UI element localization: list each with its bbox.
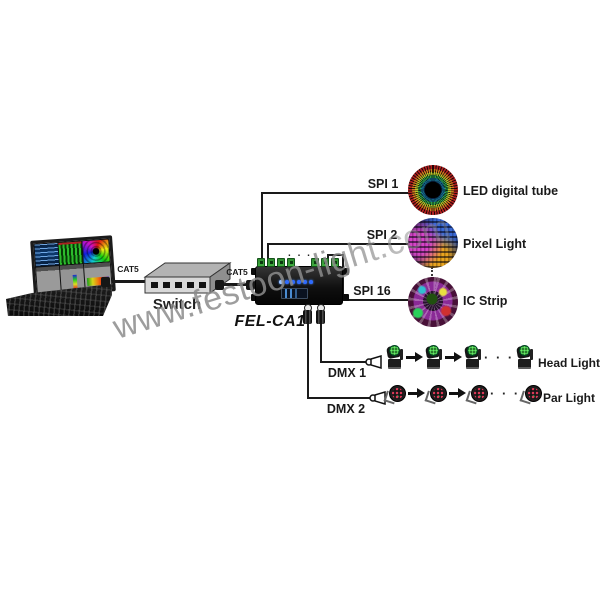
status-led xyxy=(291,280,295,284)
software-spectrum-panel xyxy=(58,241,83,265)
more-ports-ellipsis: . . . xyxy=(288,248,312,259)
spi1-port-label: SPI 1 xyxy=(367,177,399,191)
moving-head-fixture xyxy=(464,344,482,369)
par-can-fixture xyxy=(519,384,543,405)
switch-label: Switch xyxy=(152,296,202,313)
terminal-block xyxy=(331,258,339,267)
led-digital-tube-photo xyxy=(408,165,458,215)
terminal-block xyxy=(287,258,295,267)
arrow-right-icon xyxy=(445,351,462,363)
xlr-connector-icon xyxy=(365,355,382,369)
led-digital-tube-label: LED digital tube xyxy=(463,184,559,198)
more-fixtures-ellipsis: · · · xyxy=(484,349,515,365)
controller-model-label: FEL-CA1 xyxy=(234,313,306,330)
head-light-label: Head Light xyxy=(538,356,600,370)
controller-body xyxy=(255,266,343,305)
xlr-plug-icon xyxy=(315,304,326,326)
arrow-right-icon xyxy=(449,387,466,399)
switch-port xyxy=(199,282,206,288)
par-can-fixture xyxy=(383,384,406,405)
par-can-fixture xyxy=(465,384,488,405)
moving-head-fixture xyxy=(516,344,534,369)
terminal-block xyxy=(321,258,329,267)
software-waveform-panel xyxy=(34,243,59,267)
wire-spi16-drop xyxy=(342,254,344,301)
dmx2-port-label: DMX 2 xyxy=(326,402,366,416)
wire-spi2-horizontal xyxy=(267,243,411,245)
status-led xyxy=(303,280,307,284)
plug-body xyxy=(316,310,325,324)
arrow-right-icon xyxy=(406,351,423,363)
terminal-block xyxy=(277,258,285,267)
spi2-port-label: SPI 2 xyxy=(366,228,398,242)
par-can-fixture xyxy=(424,384,447,405)
fel-ca1-controller: . . . xyxy=(248,246,352,336)
green-lens xyxy=(388,345,400,356)
wire-spi1-vertical xyxy=(261,192,263,264)
moving-head-fixture xyxy=(386,344,404,369)
par-light-label: Par Light xyxy=(543,391,596,405)
controller-display xyxy=(281,288,308,299)
status-led xyxy=(285,280,289,284)
plug-body xyxy=(303,310,312,324)
spi-terminal-blocks-left xyxy=(257,258,295,267)
spi16-port-label: SPI 16 xyxy=(353,284,391,298)
cat5-cable-1 xyxy=(108,280,148,283)
switch-port xyxy=(163,282,170,288)
terminal-block xyxy=(267,258,275,267)
head-light-chain: · · · xyxy=(386,344,534,369)
wire-spi16-top xyxy=(327,254,344,256)
spi-terminal-blocks-right xyxy=(311,258,339,267)
status-led xyxy=(297,280,301,284)
green-lens xyxy=(518,345,530,356)
wire-dmx2-horizontal xyxy=(307,397,372,399)
status-led xyxy=(309,280,313,284)
par-lens xyxy=(471,385,488,402)
arrow-right-icon xyxy=(408,387,425,399)
software-effect-preview-panel xyxy=(82,239,110,264)
par-light-chain: · · · xyxy=(383,384,543,405)
wire-dmx1-vertical xyxy=(320,324,322,363)
par-lens xyxy=(525,385,543,402)
xlr-plug-icon xyxy=(302,304,313,326)
xlr-connector-icon xyxy=(369,391,386,405)
laptop-computer xyxy=(6,232,118,318)
switch-port xyxy=(151,282,158,288)
status-led-row xyxy=(279,280,313,284)
wire-dmx1-horizontal xyxy=(320,361,368,363)
pixel-light-photo xyxy=(408,218,458,268)
green-lens xyxy=(466,345,478,356)
par-lens xyxy=(430,385,447,402)
software-control-panel xyxy=(36,265,61,294)
wire-spi1-horizontal xyxy=(261,192,411,194)
more-spi-outputs-dots xyxy=(431,267,433,279)
green-lens xyxy=(427,345,439,356)
mounting-tab xyxy=(251,294,257,301)
cat5-label-2: CAT5 xyxy=(226,267,248,277)
ic-strip-photo xyxy=(408,277,458,327)
terminal-block xyxy=(257,258,265,267)
mounting-tab xyxy=(343,294,349,301)
terminal-block xyxy=(311,258,319,267)
cat5-label-1: CAT5 xyxy=(117,264,139,274)
cat5-connector-icon xyxy=(246,280,255,290)
par-lens xyxy=(389,385,406,402)
cat5-connector-icon xyxy=(215,280,224,290)
wire-dmx2-vertical xyxy=(307,324,309,399)
mounting-tab xyxy=(343,268,349,275)
moving-head-fixture xyxy=(425,344,443,369)
status-led xyxy=(279,280,283,284)
wire-spi16-horizontal xyxy=(342,299,411,301)
switch-port xyxy=(175,282,182,288)
pixel-light-label: Pixel Light xyxy=(463,237,527,251)
wire-spi2-vertical xyxy=(267,243,269,264)
ethernet-switch xyxy=(143,262,232,294)
dmx1-port-label: DMX 1 xyxy=(327,366,367,380)
cat5-cable-2 xyxy=(222,283,248,286)
cat5-connector-icon xyxy=(101,277,110,287)
mounting-tab xyxy=(251,268,257,275)
switch-port xyxy=(187,282,194,288)
ic-strip-label: IC Strip xyxy=(463,294,508,308)
more-fixtures-ellipsis: · · · xyxy=(490,385,521,401)
